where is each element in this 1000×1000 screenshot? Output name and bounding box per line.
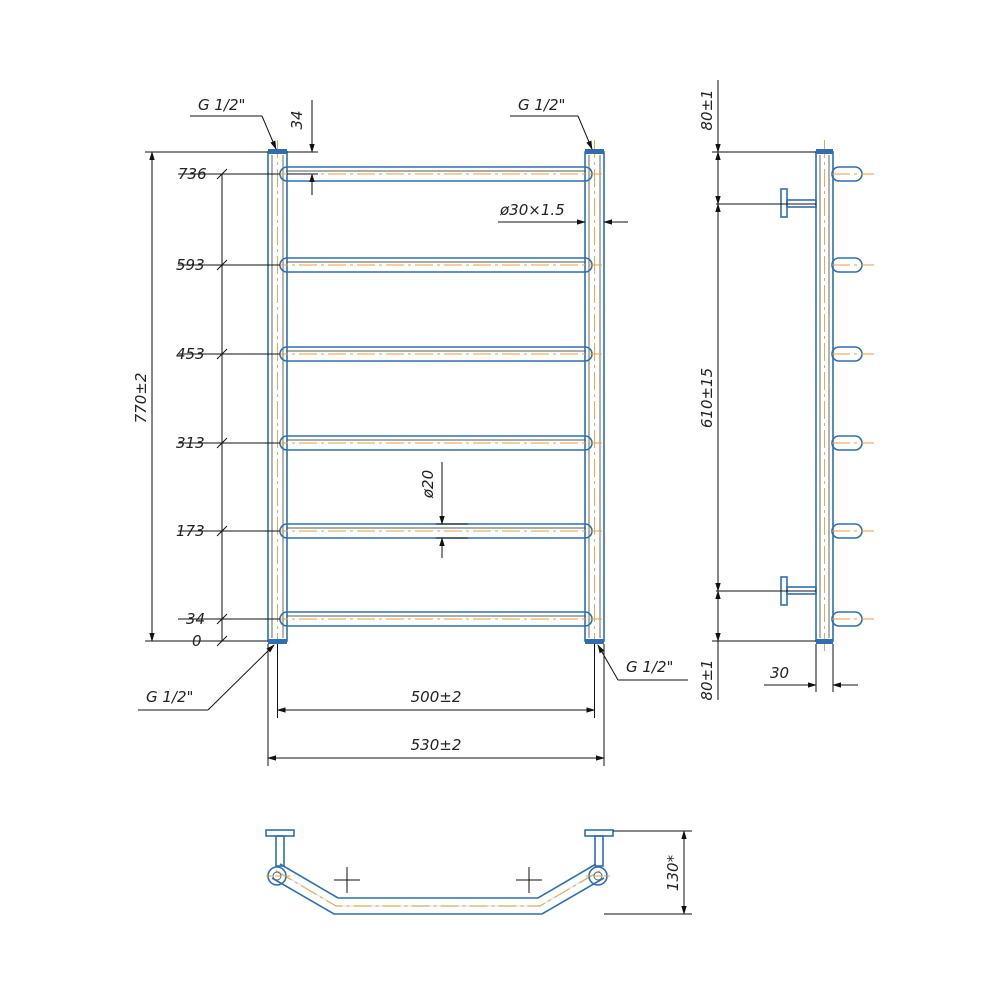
level-label-173: 173 [176, 522, 205, 540]
inner-width-label: 500±2 [411, 688, 462, 706]
top-view-left-mount [265, 829, 295, 886]
side-riser [815, 140, 834, 655]
level-label-34: 34 [186, 610, 205, 628]
top-view: 130* [265, 829, 692, 915]
top-offset-dimension: 34 [287, 100, 318, 195]
port-callout-top-left: G 1/2" [190, 96, 277, 150]
side-top-label: 80±1 [698, 89, 716, 130]
top-depth-label: 130* [664, 854, 682, 891]
wall-bracket-top [716, 188, 817, 218]
overall-height-label: 770±2 [132, 373, 150, 424]
rungs [270, 166, 602, 627]
rung-736 [270, 166, 602, 182]
port-callout-bottom-right: G 1/2" [597, 644, 688, 681]
top-depth-dimension: 130* [604, 830, 692, 915]
level-extension-lines [145, 151, 280, 647]
outer-width-label: 530±2 [411, 736, 462, 754]
port-label-top-right: G 1/2" [518, 96, 565, 114]
side-depth-dimension: 30 [764, 644, 858, 692]
center-mark-right [516, 867, 542, 893]
level-label-593: 593 [176, 256, 205, 274]
rung-173 [270, 523, 602, 539]
level-label-0: 0 [192, 632, 202, 650]
level-label-313: 313 [176, 434, 205, 452]
overall-height-dimension: 770±2 [132, 151, 155, 642]
front-view: 736 593 453 313 173 34 0 770±2 34 G 1/2" [132, 96, 688, 766]
level-label-736: 736 [178, 165, 207, 183]
inner-width-dimension: 500±2 [276, 644, 596, 718]
level-label-453: 453 [176, 345, 205, 363]
side-dimension-chain: 80±1 610±15 80±1 [698, 80, 721, 701]
top-offset-label: 34 [288, 110, 306, 129]
side-center-label: 610±15 [698, 368, 716, 428]
rung-593 [270, 257, 602, 273]
side-view: 80±1 610±15 80±1 30 [698, 80, 874, 701]
rung-34 [270, 611, 602, 627]
left-riser [267, 140, 288, 655]
rung-diameter-label: ø20 [419, 470, 437, 499]
outer-width-dimension: 530±2 [267, 644, 605, 766]
side-depth-label: 30 [770, 664, 789, 682]
side-rung-stubs [831, 166, 874, 627]
port-label-bottom-left: G 1/2" [146, 688, 193, 706]
rung-313 [270, 435, 602, 451]
port-callout-bottom-left: G 1/2" [138, 644, 275, 711]
port-label-top-left: G 1/2" [198, 96, 245, 114]
rung-453 [270, 346, 602, 362]
top-view-right-mount [584, 829, 614, 886]
rung-diameter-callout: ø20 [419, 462, 468, 558]
riser-diameter-label: ø30×1.5 [499, 201, 565, 219]
right-riser [584, 140, 605, 655]
center-mark-left [334, 867, 360, 893]
port-label-bottom-right: G 1/2" [626, 658, 673, 676]
riser-diameter-callout: ø30×1.5 [498, 201, 628, 225]
wall-bracket-bottom [716, 576, 817, 606]
side-bottom-label: 80±1 [698, 659, 716, 700]
port-callout-top-right: G 1/2" [510, 96, 593, 150]
